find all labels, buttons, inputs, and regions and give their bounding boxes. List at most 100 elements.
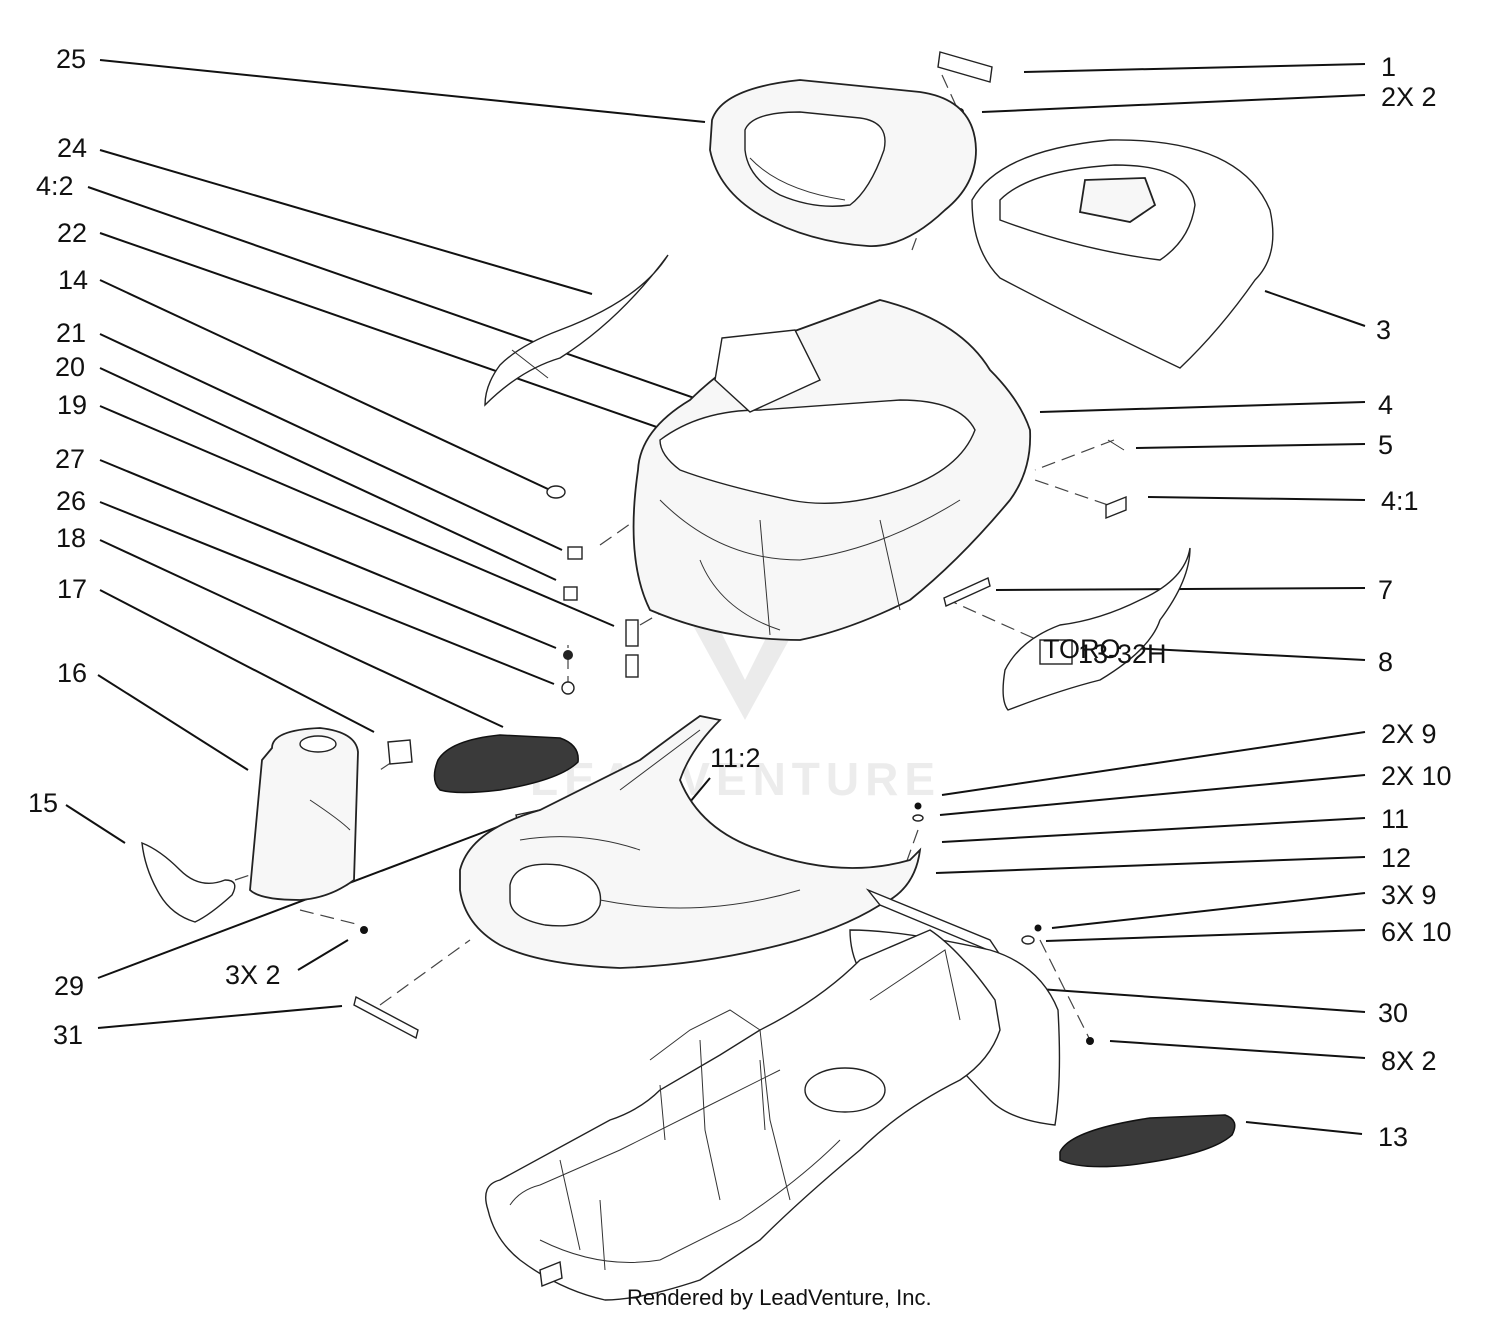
callout-3x9: 3X 9 (1381, 880, 1437, 910)
part-3-seat (971, 139, 1274, 369)
leader-25 (99, 59, 706, 123)
leader-2x2 (981, 94, 1366, 113)
credit-text: Rendered by LeadVenture, Inc. (627, 1285, 932, 1310)
leader-5 (1135, 443, 1366, 449)
callout-31: 31 (53, 1020, 83, 1050)
callout-25: 25 (56, 44, 86, 74)
callout-4-1: 4:1 (1381, 486, 1419, 516)
callout-15: 15 (28, 788, 58, 818)
callout-14: 14 (58, 265, 88, 295)
leader-26 (99, 501, 555, 685)
callout-6x10: 6X 10 (1381, 917, 1452, 947)
leader-27 (99, 459, 557, 649)
callout-2x10: 2X 10 (1381, 761, 1452, 791)
decal-model: 13-32H (1078, 639, 1167, 669)
callout-26: 26 (56, 486, 86, 516)
callout-3: 3 (1376, 315, 1391, 345)
leader-7 (995, 587, 1366, 591)
callout-17: 17 (57, 574, 87, 604)
leader-3x2 (297, 939, 349, 971)
decal-brand: TORO (1043, 634, 1121, 664)
part-4-rear-body (632, 299, 1032, 641)
watermark-logo (690, 620, 800, 720)
leader-1 (1023, 63, 1366, 73)
callout-16: 16 (57, 658, 87, 688)
callout-8: 8 (1378, 647, 1393, 677)
callout-12: 12 (1381, 843, 1411, 873)
leader-4 (1039, 401, 1366, 413)
callout-29: 29 (54, 971, 84, 1001)
callout-2x2: 2X 2 (1381, 82, 1437, 112)
leader-lines (65, 59, 1366, 1135)
callout-7: 7 (1378, 575, 1393, 605)
part-13-floor-mat (1059, 1114, 1236, 1168)
part-31-strip (353, 995, 419, 1040)
leader-19 (99, 405, 615, 627)
callout-24: 24 (57, 133, 87, 163)
leader-6x10 (1045, 929, 1366, 942)
leader-24 (99, 149, 593, 295)
leader-13 (1245, 1121, 1363, 1135)
leader-31 (97, 1005, 343, 1029)
leader-14 (99, 279, 551, 491)
part-20-decal (563, 586, 578, 601)
callout-11-2: 11:2 (710, 743, 761, 773)
part-24-decal (484, 254, 669, 407)
part-19-decal (625, 619, 639, 678)
part-27-nut (563, 650, 573, 660)
part-9-10-fasteners (912, 802, 1094, 1045)
leader-8x2 (1109, 1040, 1366, 1059)
part-11-fender-deck (459, 715, 922, 969)
callout-27: 27 (55, 444, 85, 474)
frame-assembly (485, 929, 1001, 1301)
part-8-decal: TORO 13-32H (1002, 547, 1191, 711)
leader-12 (935, 856, 1366, 874)
callout-labels: 25 24 4:2 22 14 21 20 19 27 26 18 17 16 … (28, 44, 1452, 1152)
part-16-tower-cover (249, 727, 359, 901)
leader-16 (97, 674, 249, 771)
callout-8x2: 8X 2 (1381, 1046, 1437, 1076)
callout-18: 18 (56, 523, 86, 553)
leader-11 (941, 817, 1366, 843)
part-1-decal (937, 51, 993, 83)
part-4-1-decal (1105, 495, 1127, 520)
callout-13: 13 (1378, 1122, 1408, 1152)
callout-3x2: 3X 2 (225, 960, 281, 990)
leader-3x9 (1051, 892, 1366, 929)
callout-11: 11 (1381, 804, 1409, 834)
callout-30: 30 (1378, 998, 1408, 1028)
leader-17 (99, 589, 375, 733)
leader-15 (65, 804, 126, 844)
part-3x2-screw (360, 926, 368, 934)
callout-1: 1 (1381, 52, 1396, 82)
callout-21: 21 (56, 318, 86, 348)
part-25-seat-cover (709, 79, 977, 247)
part-18-floor-mat (433, 734, 579, 794)
part-21-decal (567, 546, 583, 560)
part-17-decal (387, 739, 413, 765)
leader-2x10 (939, 774, 1366, 816)
callout-2x9: 2X 9 (1381, 719, 1437, 749)
part-26-washer (561, 681, 575, 695)
callout-22: 22 (57, 218, 87, 248)
callout-4-2: 4:2 (36, 171, 74, 201)
leader-29 (97, 825, 501, 979)
callout-5: 5 (1378, 430, 1393, 460)
callout-4: 4 (1378, 390, 1393, 420)
leader-8 (1129, 647, 1366, 661)
callout-20: 20 (55, 352, 85, 382)
callout-19: 19 (57, 390, 87, 420)
leader-21 (99, 333, 563, 551)
assembly-lines (234, 74, 1115, 1041)
part-5-pin (1107, 439, 1125, 451)
leader-2x9 (941, 731, 1366, 796)
part-14-plug (546, 485, 566, 499)
leader-4-1 (1147, 496, 1366, 501)
part-15-cover (141, 841, 236, 923)
leader-20 (99, 367, 557, 581)
leader-18 (99, 539, 504, 728)
leader-3 (1264, 290, 1366, 327)
part-7-strip (943, 577, 991, 607)
